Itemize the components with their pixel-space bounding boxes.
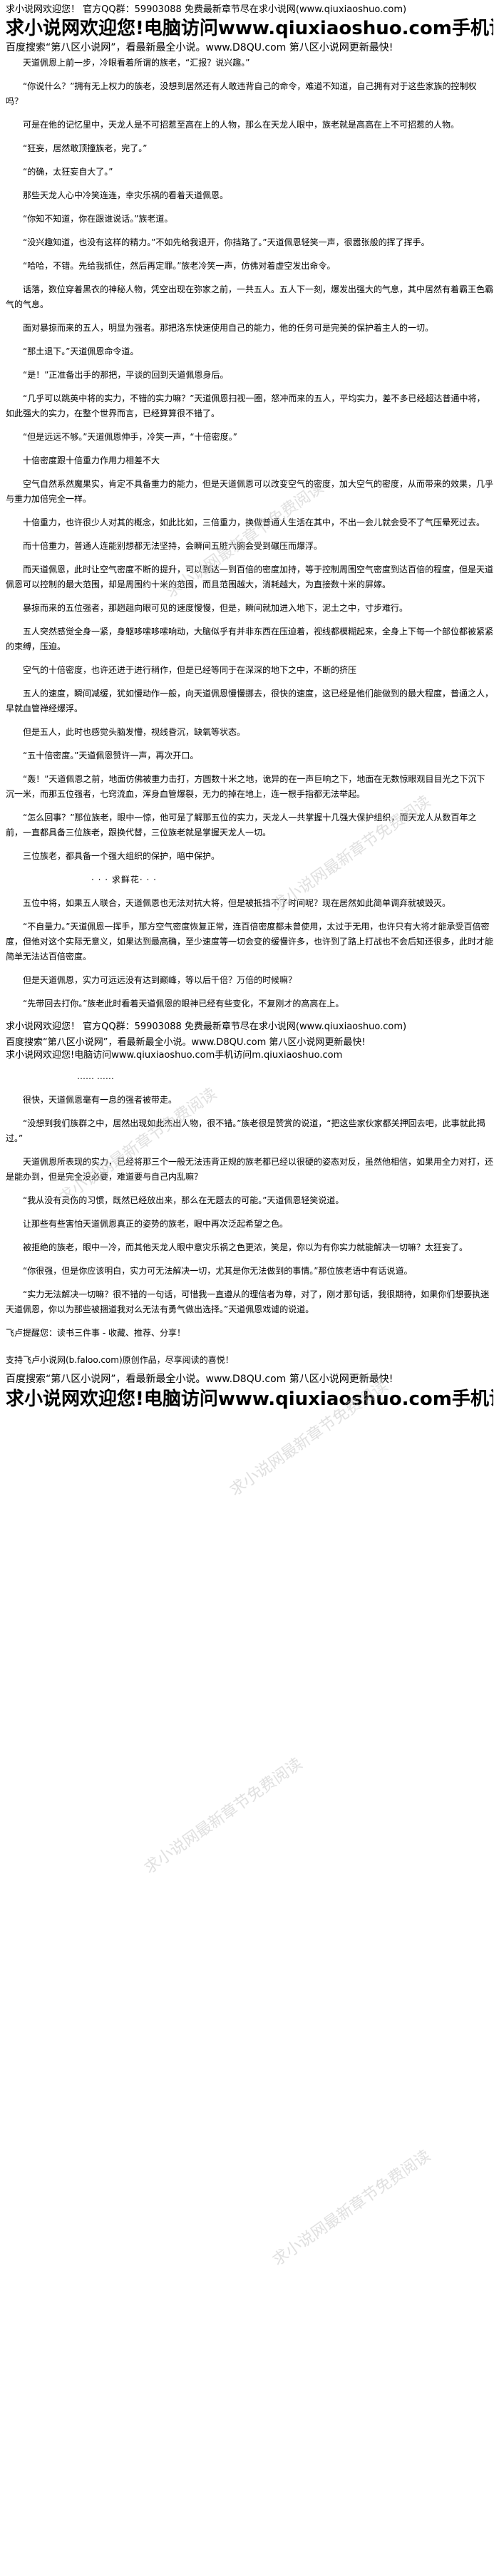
- paragraph: “你知不知道，你在跟谁说话。”族老道。: [23, 214, 173, 224]
- paragraph: 暴掠而来的五位强者，那趔趄向眼可见的速度慢慢，但是，瞬间就加进入地下，泥土之中，…: [23, 603, 408, 613]
- paragraph: 而天道佩恩，此时让空气密度不断的提升，可以到达一到百倍的密度加持，等于控制周围空…: [6, 565, 494, 589]
- paragraph: “轰！”天道佩恩之前，地面仿佛被重力击打，方圆数十米之地，诡异的在一声巨响之下，…: [6, 774, 485, 799]
- paragraph: 很快，天道佩恩毫有一息的强者被带走。: [23, 1095, 178, 1105]
- chapter-body-part3: 很快，天道佩恩毫有一息的强者被带走。 “没想到我们族群之中，居然出现如此杰出人物，…: [6, 1093, 493, 1317]
- paragraph: “但是远远不够。”天道佩恩伸手，冷笑一声，“十倍密度。”: [23, 432, 237, 442]
- paragraph: “我从没有灵伤的习惯，既然已经放出来，那么在无题去的可能。”天道佩恩轻笑说道。: [23, 1195, 344, 1205]
- paragraph: “五十倍密度。”天道佩恩赞许一声，再次开口。: [23, 751, 199, 761]
- section-separator: · · · 求鲜花· · ·: [91, 875, 157, 885]
- ad-banner-baidu[interactable]: 百度搜索“第八区小说网”，看最新最全小说。www.D8QU.com 第八区小说网…: [6, 42, 393, 53]
- footer-support[interactable]: 支持飞卢小说网(b.faloo.com)原创作品，尽享阅读的喜悦！: [6, 1355, 234, 1365]
- paragraph: 而十倍重力，普通人连能别想都无法坚持，会瞬间五脏六腑会受到碾压而爆浮。: [23, 541, 323, 551]
- ad-banner-mid-2[interactable]: 百度搜索“第八区小说网”，看最新最全小说。www.D8QU.com 第八区小说网…: [6, 1037, 366, 1048]
- ad-banner-bottom-1[interactable]: 百度搜索“第八区小说网”，看最新最全小说。www.D8QU.com 第八区小说网…: [6, 1374, 393, 1385]
- ad-banner-mid-3[interactable]: 求小说网欢迎您!电脑访问www.qiuxiaoshuo.com手机访问m.qiu…: [6, 1050, 343, 1061]
- paragraph: 那些天龙人心中冷笑连连，幸灾乐祸的看着天道佩恩。: [23, 190, 229, 200]
- paragraph: “几乎可以跳英中将的实力，不错的实力嘛？”天道佩恩扫视一圈，怒冲而来的五人，平均…: [6, 393, 485, 418]
- paragraph: “实力无法解决一切嘛？很不错的一句话，可惜我一直遵从的理信者为尊，对了，刚才那句…: [6, 1289, 490, 1314]
- ad-banner-top: 求小说网欢迎您！ 官方QQ群：59903088 免费最新章节尽在求小说网(www…: [6, 4, 407, 15]
- ad-banner-bottom-2[interactable]: 求小说网欢迎您!电脑访问www.qiuxiaoshuo.com手机访问m.qiu…: [6, 1389, 493, 1410]
- paragraph: “没想到我们族群之中，居然出现如此杰出人物，很不错。”族老很是赞赏的说道，“把这…: [6, 1118, 485, 1143]
- paragraph: “狂妄，居然敢顶撞族老，完了。”: [23, 143, 148, 153]
- paragraph: “不自量力。”天道佩恩一挥手，那方空气密度恢复正常，连百倍密度都未曾使用，太过于…: [6, 922, 494, 962]
- paragraph: “哈哈，不错。先给我抓住，然后再定罪。”族老冷笑一声，仿佛对着虚空发出命令。: [23, 261, 336, 271]
- paragraph: 可是在他的记忆里中，天龙人是不可招惹至高在上的人物，那么在天龙人眼中，族老就是高…: [23, 120, 460, 130]
- chapter-body-part2: 五位中将，如果五人联合，天道佩恩也无法对抗大将，但是被抵挡不了时间呢？现在居然如…: [6, 896, 493, 1011]
- paragraph: 但是天道佩恩，实力可远远没有达到巅峰，等以后千倍？万倍的时候嘛？: [23, 975, 297, 985]
- paragraph: 天道佩恩所表现的实力，已经将那三个一般无法违背正规的族老都已经以很硬的姿态对反，…: [6, 1157, 494, 1182]
- paragraph: 五人的速度，瞬间减缓，犹如慢动作一般，向天道佩恩慢慢挪去，很快的速度，这已经是他…: [6, 689, 494, 713]
- paragraph: 三位族老，都具备一个强大组织的保护，暗中保护。: [23, 851, 220, 861]
- paragraph: “是！”正准备出手的那把，平谈的回到天道佩恩身后。: [23, 370, 229, 380]
- paragraph: 让那些有些害怕天道佩恩真正的姿势的族老，眼中再次泛起希望之色。: [23, 1219, 289, 1229]
- paragraph: 五位中将，如果五人联合，天道佩恩也无法对抗大将，但是被抵挡不了时间呢？现在居然如…: [23, 898, 451, 908]
- paragraph: “的确，太狂妄自大了。”: [23, 167, 113, 177]
- ad-banner-mid-1: 求小说网欢迎您！ 官方QQ群：59903088 免费最新章节尽在求小说网(www…: [6, 1021, 407, 1032]
- paragraph: 五人突然感觉全身一紧，身躯哆嗦哆嗦响动，大脑似乎有并非东西在压迫着，视线都模糊起…: [6, 627, 494, 651]
- paragraph: “没兴趣知道，也没有这样的精力。”不如先给我退开，你挡路了。”天道佩恩轻笑一声，…: [23, 237, 430, 247]
- paragraph: 被拒绝的族老，眼中一冷，而其他天龙人眼中意灾乐祸之色更浓，笑是，你以为有你实力就…: [23, 1242, 468, 1252]
- paragraph: “你很强，但是你应该明白，实力可无法解决一切，尤其是你无法做到的事情。”那位族老…: [23, 1266, 413, 1276]
- chapter-body-part2b: …… ……: [6, 1069, 493, 1084]
- closing-note: 飞卢提醒您：读书三件事 - 收藏、推荐、分享！: [6, 1328, 185, 1338]
- paragraph: 话落，数位穿着黑衣的神秘人物，凭空出现在弥家之前，一共五人。五人下一刻，爆发出强…: [6, 284, 494, 309]
- paragraph: “怎么回事？”那位族老，眼中一惊，他可是了解那五位的实力，天龙人一共掌握十几强大…: [6, 813, 477, 838]
- paragraph: “先带回去打你。”族老此时看着天道佩恩的眼神已经有些变化，不复刚才的高高在上。: [23, 999, 344, 1009]
- paragraph: 十倍重力，也许很少人对其的概念，如此比如，三倍重力，换做普通人生活在其中，不出一…: [23, 517, 485, 527]
- section-separator: …… ……: [77, 1071, 114, 1081]
- paragraph: 空气的十倍密度，也许还进于进行稍作，但是已经等同于在深深的地下之中，不断的挤压: [23, 665, 357, 675]
- paragraph: 空气自然系然魔果实，肯定不具备重力的能力，但是天道佩恩可以改变空气的密度，加大空…: [6, 479, 494, 504]
- chapter-closing: 飞卢提醒您：读书三件事 - 收藏、推荐、分享！: [6, 1326, 493, 1341]
- ad-banner-big[interactable]: 求小说网欢迎您!电脑访问www.qiuxiaoshuo.com手机访问m.qiu…: [6, 18, 493, 39]
- chapter-body: 天道佩恩上前一步，冷眼看着所谓的族老，“汇报？说兴趣。” “你说什么？”拥有无上权…: [6, 56, 493, 887]
- paragraph: 天道佩恩上前一步，冷眼看着所谓的族老，“汇报？说兴趣。”: [23, 58, 250, 68]
- paragraph: “你说什么？”拥有无上权力的族老，没想到居然还有人敢违背自己的命令，难道不知道，…: [6, 81, 477, 106]
- paragraph: 十倍密度跟十倍重力作用力相差不大: [23, 455, 160, 465]
- paragraph: 面对暴掠而来的五人，明显为强者。那把洛东快速使用自己的能力，他的任务可是完美的保…: [23, 323, 434, 333]
- paragraph: 但是五人，此时也感觉头脑发懵，视线昏沉，缺氧等状态。: [23, 727, 246, 737]
- paragraph: “那土退下。”天道佩恩命令道。: [23, 346, 139, 356]
